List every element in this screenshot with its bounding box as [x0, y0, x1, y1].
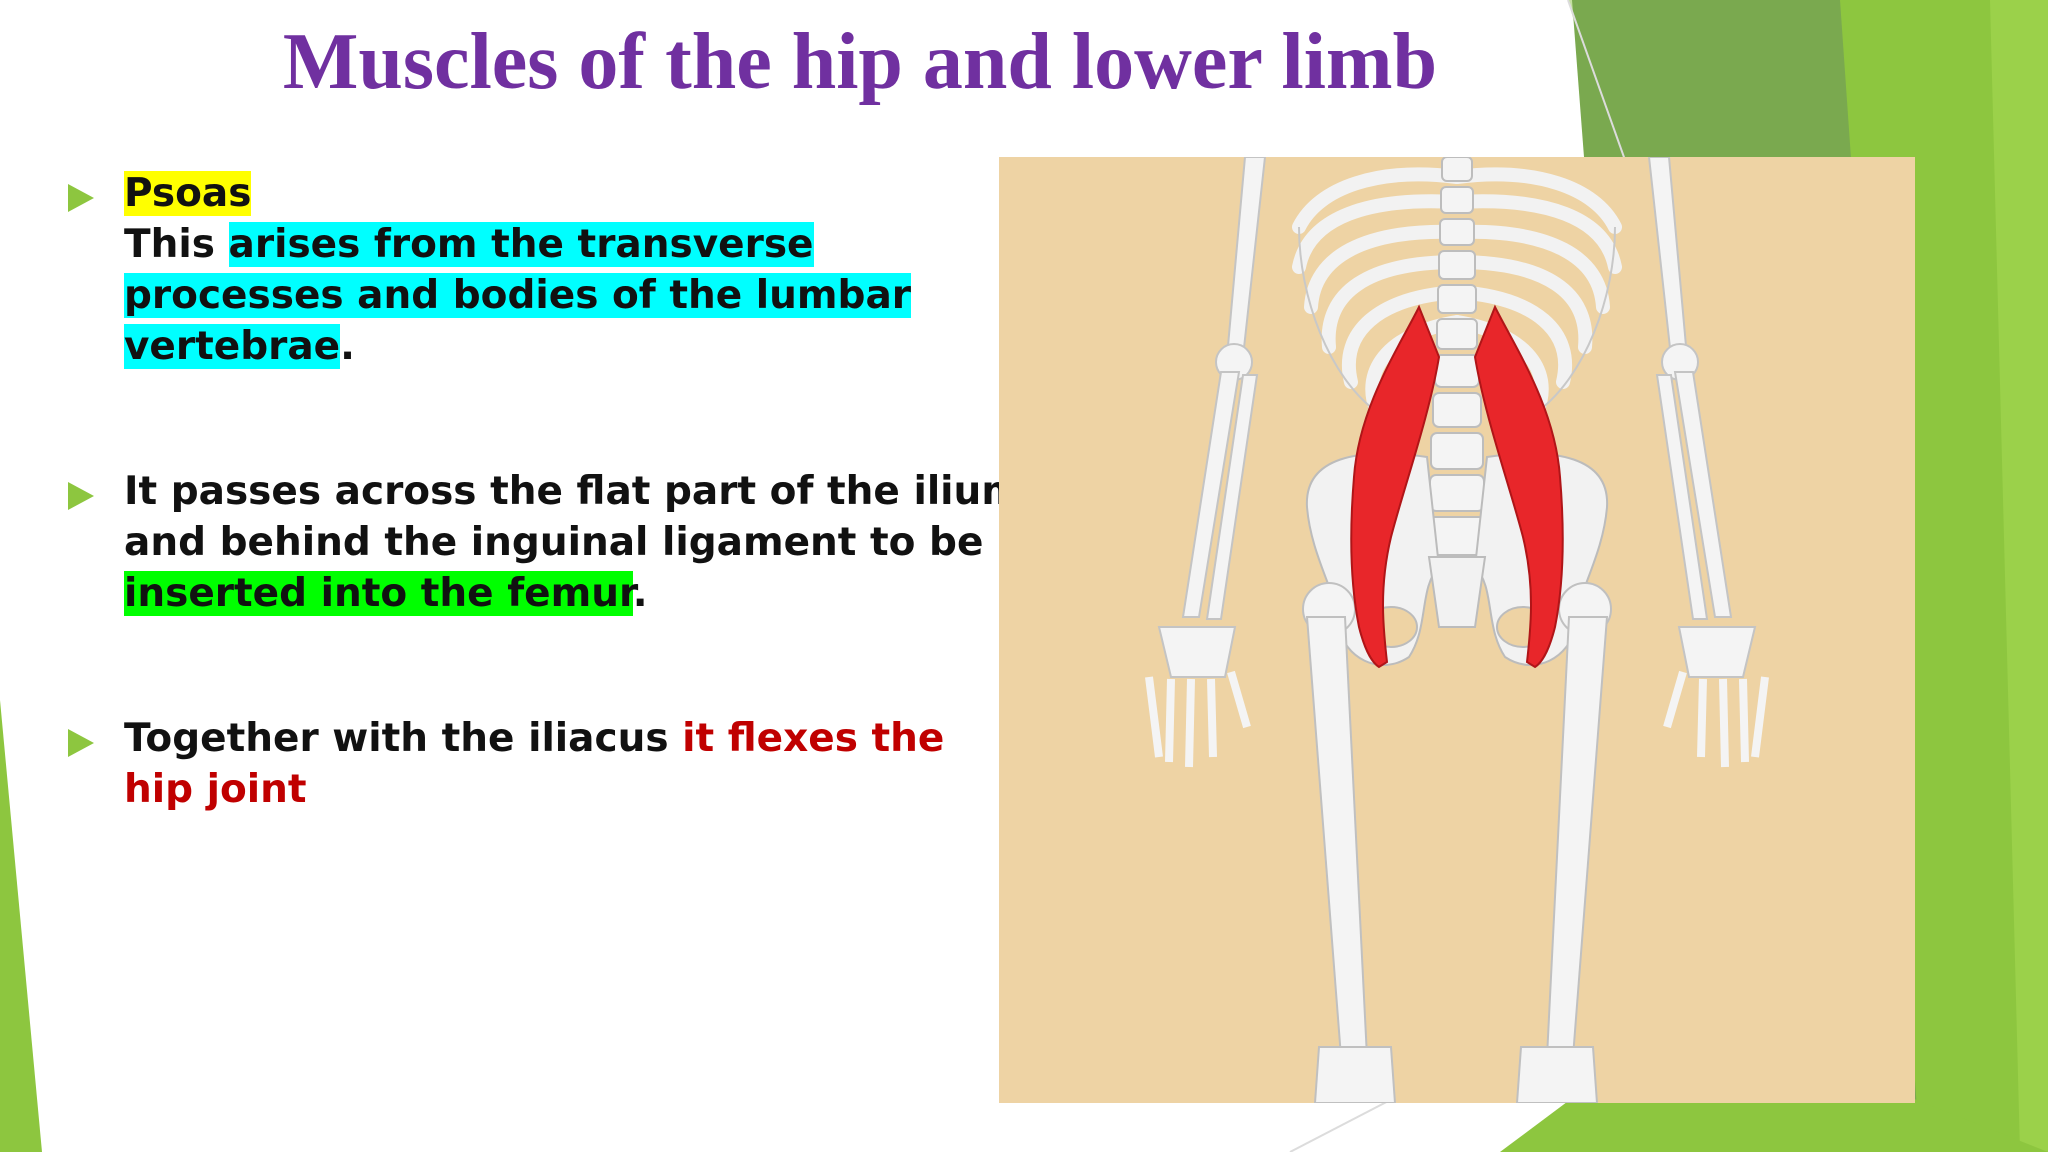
skeleton-psoas-illustration	[999, 157, 1915, 1103]
highlighted-phrase: arises from the transverse processes and…	[124, 222, 912, 369]
highlighted-phrase: inserted into the femur	[124, 571, 633, 616]
left-arm	[1145, 157, 1267, 768]
bullet-arrow-icon	[68, 482, 94, 510]
femurs	[1302, 582, 1612, 1103]
bullet-prefix: It passes across the flat part of the il…	[124, 469, 1022, 565]
spine	[1428, 157, 1486, 556]
bullet-text: Together with the iliacus it flexes the …	[124, 713, 1024, 815]
right-arm	[1647, 157, 1769, 768]
slide-title: Muscles of the hip and lower limb	[282, 18, 1438, 106]
bullet-suffix: .	[632, 571, 648, 616]
bullet-arrow-icon	[68, 729, 94, 757]
bullet-text: It passes across the flat part of the il…	[124, 466, 1024, 619]
emphasis-phrase: it flexes the hip joint	[124, 716, 945, 812]
bullet-suffix: .	[340, 324, 355, 369]
psoas-muscle	[1350, 304, 1564, 669]
term-heading: Psoas	[124, 171, 252, 216]
bullet-prefix: Together with the iliacus	[124, 716, 683, 761]
bullet-prefix: This	[124, 222, 229, 267]
bullet-arrow-icon	[68, 184, 94, 212]
bullet-text: Psoas This arises from the transverse pr…	[124, 168, 1024, 372]
